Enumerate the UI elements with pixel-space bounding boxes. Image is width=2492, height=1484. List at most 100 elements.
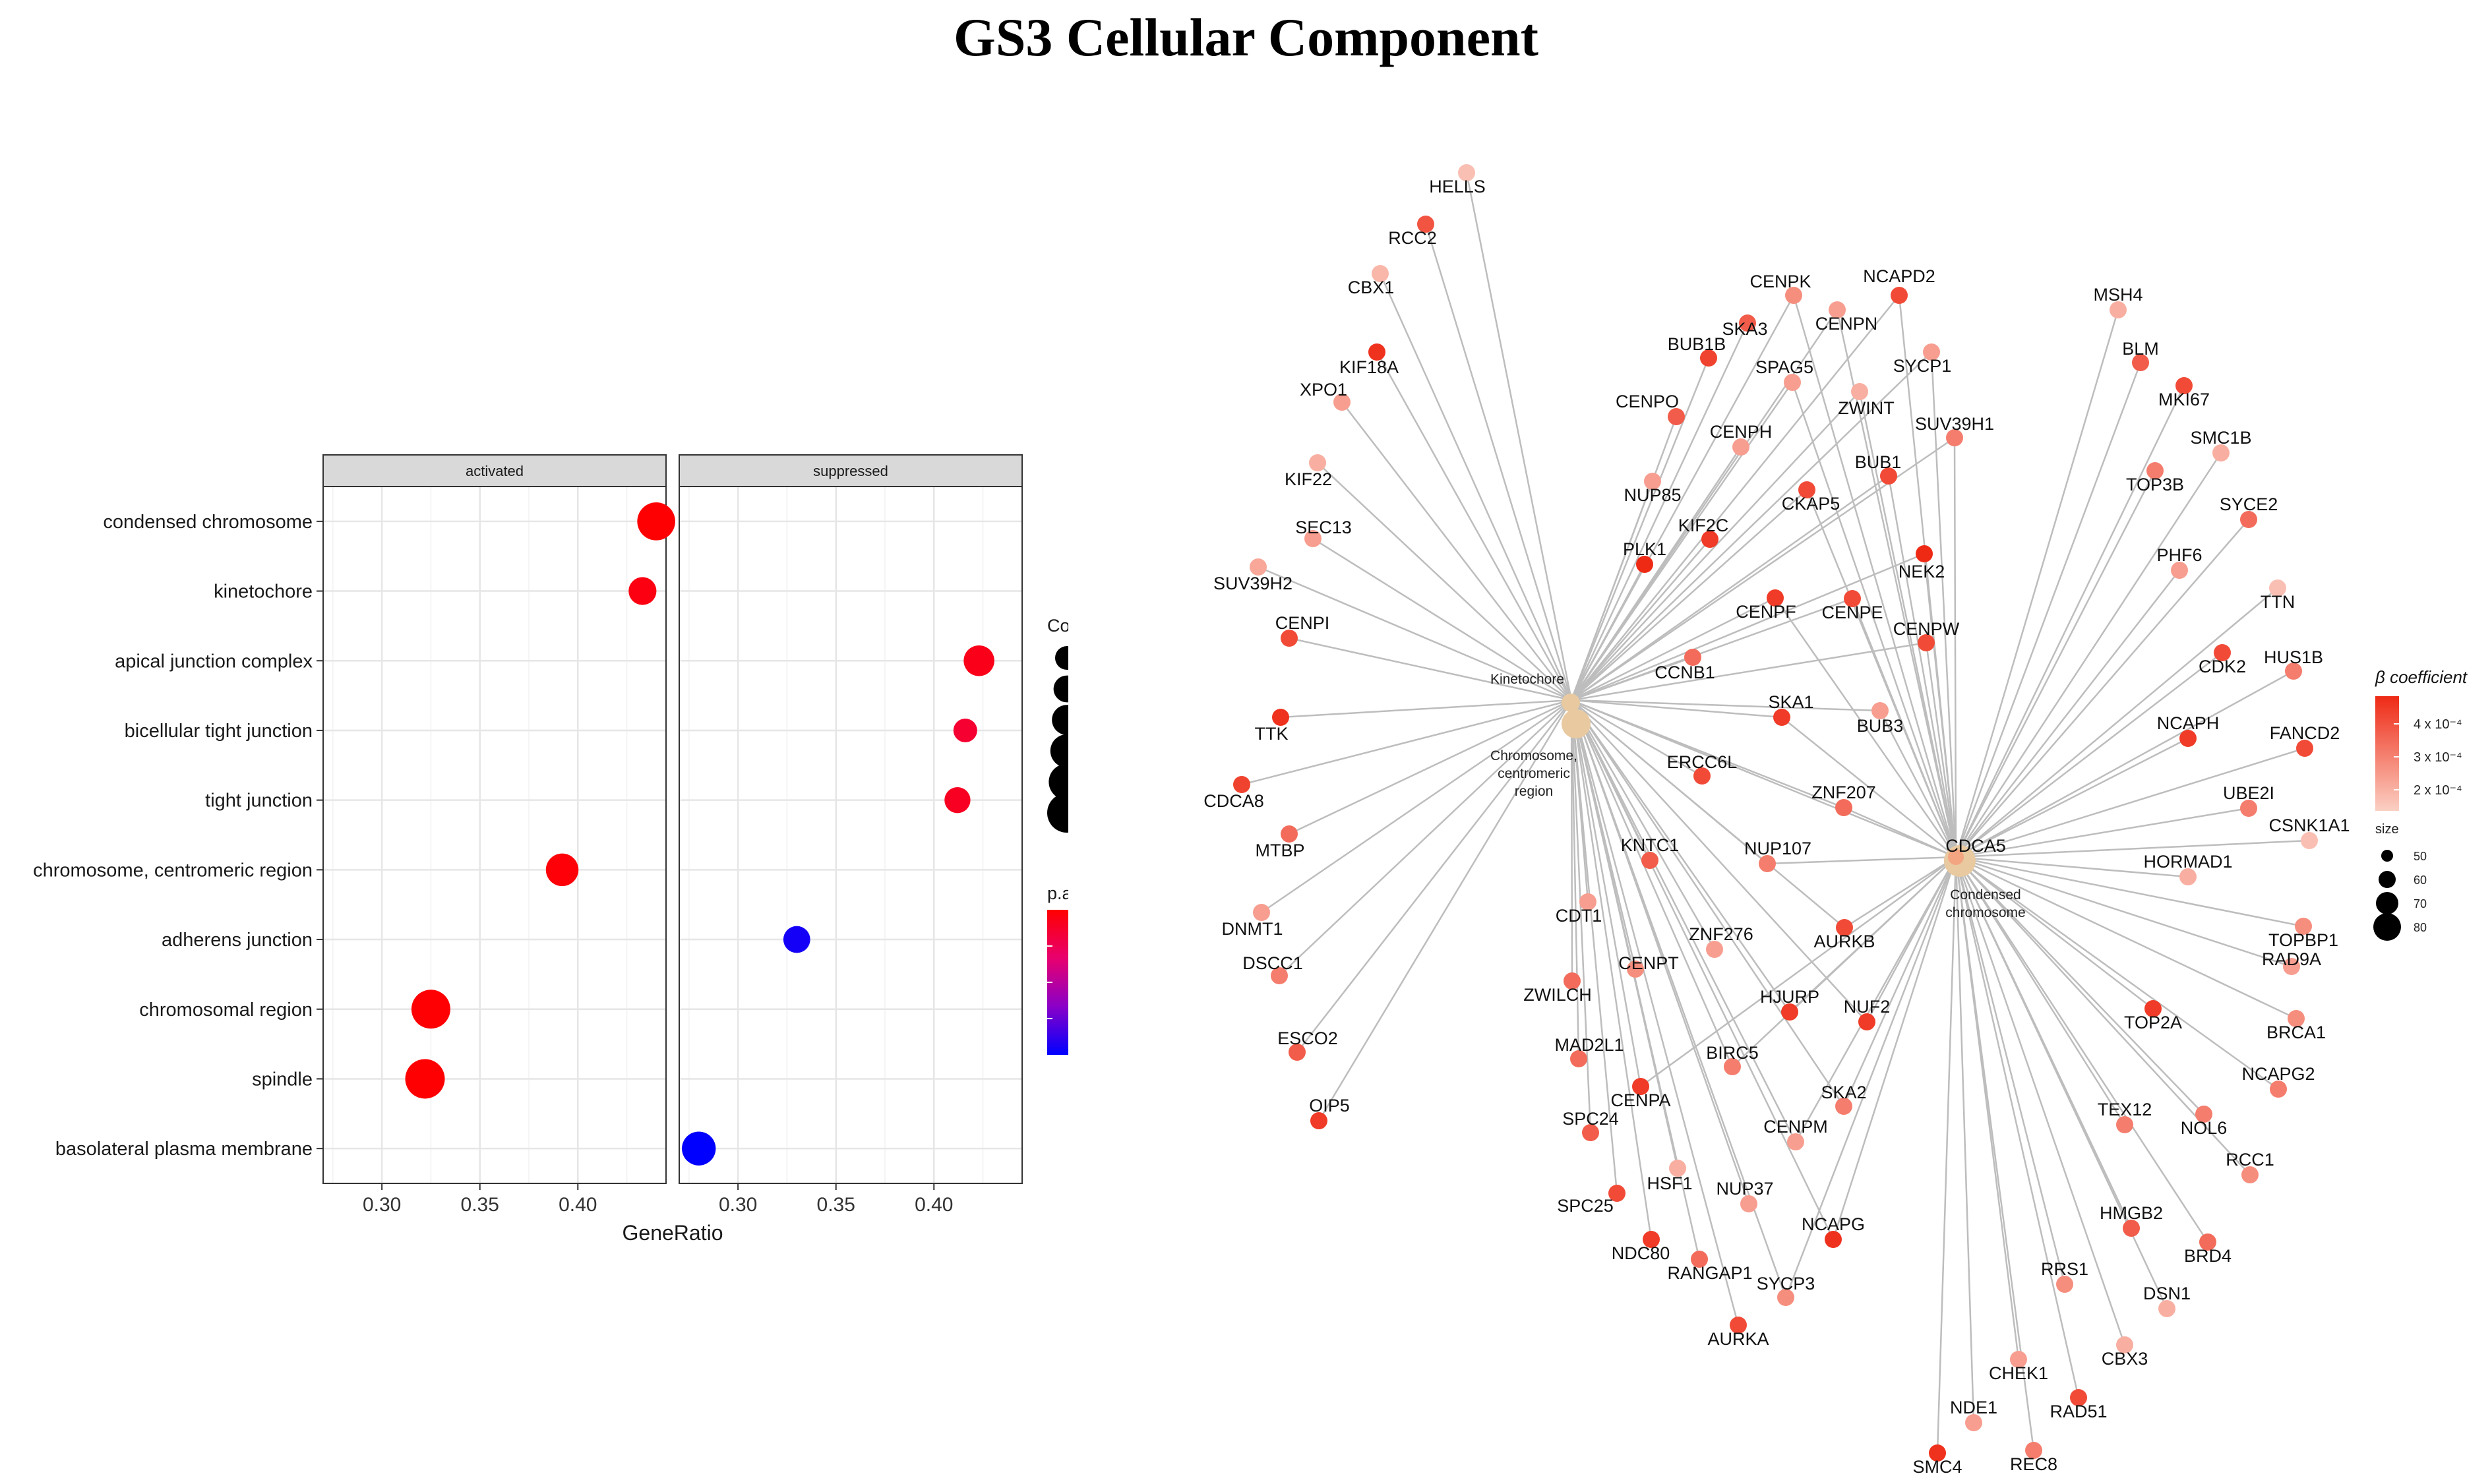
network-edge: [1955, 309, 2119, 858]
gene-node: [1636, 556, 1653, 573]
beta-legend-label: 2 x 10⁻⁴: [2414, 783, 2462, 798]
y-tick-label: tight junction: [205, 790, 313, 812]
network-nodes: [1233, 164, 2318, 1462]
network-edge: [1279, 699, 1572, 976]
gene-node: [2240, 511, 2257, 528]
size-legend-label: 70: [2414, 897, 2427, 910]
x-tick-label: 0.35: [461, 1194, 499, 1216]
network-edge: [1955, 856, 2080, 1398]
network-edge: [1280, 699, 1572, 719]
gene-label: ZWILCH: [1523, 985, 1592, 1005]
gene-node: [1309, 454, 1326, 471]
network-edge: [1955, 570, 2180, 858]
gene-node: [1668, 408, 1685, 425]
network-edge: [1955, 747, 2305, 858]
gene-label: DSCC1: [1242, 953, 1303, 973]
gene-label: SEC13: [1295, 518, 1352, 537]
size-legend-key: [1048, 763, 1068, 800]
gene-label: RAD51: [2050, 1402, 2107, 1421]
gene-label: NCAPG2: [2241, 1064, 2315, 1084]
network-edge: [1376, 351, 1573, 701]
x-tick-label: 0.30: [719, 1194, 757, 1216]
gene-label: HORMAD1: [2143, 852, 2232, 872]
network-edge: [1570, 699, 1845, 1107]
gene-label: TOP3B: [2126, 475, 2184, 494]
network-edge: [1570, 699, 1618, 1194]
network-edge: [1832, 856, 1957, 1240]
gene-node: [1706, 941, 1723, 958]
gene-node: [2171, 562, 2188, 579]
gene-label: RCC2: [1388, 228, 1437, 248]
gene-label: SPC24: [1562, 1109, 1619, 1129]
gene-node: [1918, 634, 1935, 651]
size-legend-key: [1055, 646, 1068, 670]
network-edge: [1955, 839, 2310, 858]
gene-label: KIF18A: [1339, 357, 1399, 377]
hub-label: centromeric: [1498, 766, 1570, 781]
facet-border: [322, 486, 667, 1184]
facet-border: [679, 486, 1023, 1184]
network-edge: [1571, 699, 1703, 777]
gene-label: SYCE2: [2220, 494, 2278, 514]
size-legend-key: [1047, 793, 1068, 833]
gene-node: [1372, 265, 1389, 282]
gene-label: NDC80: [1612, 1243, 1670, 1263]
hub-label: Condensed: [1950, 887, 2021, 903]
gene-label: KIF22: [1285, 469, 1332, 489]
beta-legend-label: 4 x 10⁻⁴: [2414, 717, 2462, 732]
network-edge: [1955, 856, 2304, 928]
gene-label: CENPO: [1616, 392, 1679, 411]
gene-node: [1781, 1003, 1798, 1021]
gene-label: REC8: [2010, 1454, 2057, 1474]
gene-label: SMC1B: [2190, 428, 2251, 448]
network-edge: [1570, 699, 1835, 1240]
x-tick-label: 0.35: [817, 1194, 855, 1216]
network-edge: [1955, 452, 2222, 858]
gene-node: [2070, 1389, 2087, 1406]
gene-node: [1740, 1195, 1757, 1212]
hub-node: [1562, 694, 1580, 712]
gene-label: CDK2: [2199, 657, 2246, 676]
gene-label: CENPK: [1749, 272, 1811, 291]
gene-node: [2158, 1300, 2175, 1317]
gene-label: BRD4: [2184, 1246, 2232, 1266]
y-tick-label: bicellular tight junction: [125, 721, 313, 742]
color-legend-title: p.adjust: [1047, 883, 1068, 903]
y-tick-label: condensed chromosome: [103, 512, 313, 533]
gene-node: [1851, 383, 1868, 400]
gene-node: [1916, 545, 1933, 562]
size-legend-label: 80: [2414, 921, 2427, 934]
gene-node: [2010, 1351, 2027, 1368]
network-edge: [1318, 699, 1573, 1121]
gene-node: [2199, 1233, 2216, 1251]
network-edge: [1955, 856, 1975, 1423]
network-edge: [1571, 699, 1782, 719]
y-tick-label: basolateral plasma membrane: [55, 1139, 313, 1160]
gene-label: TOP2A: [2124, 1013, 2182, 1032]
gene-label: BUB1: [1855, 452, 1902, 472]
network-edge: [1570, 699, 1653, 1240]
network-edge: [1570, 699, 1791, 1013]
gene-node: [1271, 967, 1288, 984]
gene-node: [2285, 663, 2302, 680]
gene-node: [2295, 918, 2312, 935]
gene-node: [1835, 799, 1852, 816]
gene-node: [2288, 1010, 2305, 1027]
gene-node: [1739, 314, 1756, 332]
network-edge: [1312, 537, 1572, 701]
gene-label: SMC4: [1912, 1457, 1962, 1477]
gene-node: [2195, 1106, 2212, 1123]
gene-node: [1289, 1044, 1306, 1061]
gene-label: CDCA8: [1203, 791, 1264, 811]
gene-label: CENPW: [1893, 619, 1960, 639]
network-edge: [1794, 856, 1957, 1143]
beta-legend-label: 3 x 10⁻⁴: [2414, 750, 2462, 765]
gene-node: [1564, 972, 1581, 990]
size-legend-title: Count: [1047, 616, 1068, 636]
gene-label: NUF2: [1844, 997, 1891, 1017]
network-labels: HELLSRCC2CBX1KIF18AXPO1KIF22SEC13SUV39H2…: [1203, 177, 2350, 1477]
network-edge: [1955, 470, 2156, 858]
network-edge: [1955, 856, 2189, 878]
y-tick-label: chromosomal region: [139, 999, 313, 1021]
network-edge: [1571, 699, 1868, 1023]
